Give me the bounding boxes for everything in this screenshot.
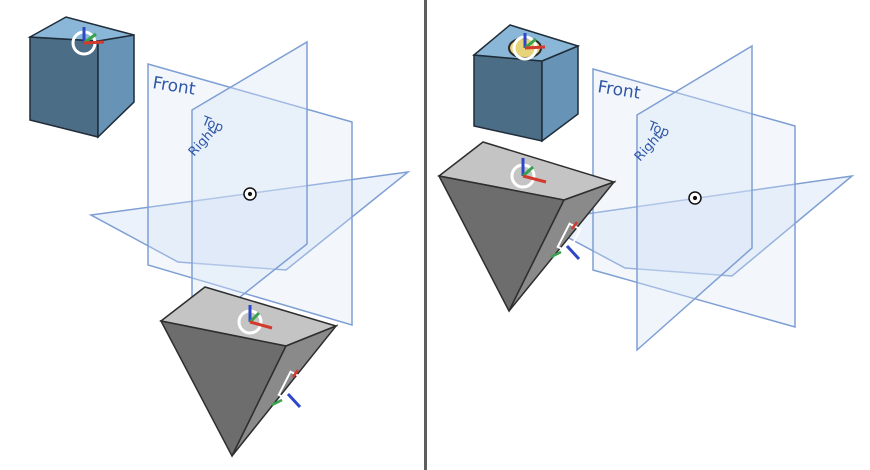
part-top-x-axis-icon <box>522 174 547 184</box>
part-side-triad-icon <box>271 369 303 409</box>
view-cube-x-axis-icon <box>83 40 105 45</box>
origin-icon[interactable] <box>243 187 257 201</box>
part-top-triad-icon <box>510 158 547 189</box>
top-plane[interactable] <box>88 170 411 271</box>
part-side-x-axis-icon <box>570 221 579 230</box>
part-top-y-axis-icon <box>248 311 261 324</box>
view-cube-triad-icon <box>71 27 105 56</box>
left-scene: Front Top Right <box>27 16 411 458</box>
part-side-x-axis-icon <box>291 369 300 378</box>
view-cube-left-face[interactable] <box>473 54 543 142</box>
part-top-y-axis-icon <box>521 165 535 178</box>
right-scene: Front Top Right <box>437 24 855 352</box>
origin-center-dot-icon <box>247 191 253 197</box>
pyramid-part[interactable] <box>437 141 617 313</box>
view-cube-x-axis-icon <box>524 45 546 50</box>
part-top-x-axis-icon <box>249 320 273 330</box>
view-cube[interactable] <box>27 16 135 139</box>
top-plane[interactable] <box>534 174 855 277</box>
origin-icon[interactable] <box>688 191 702 205</box>
part-side-z-axis-icon <box>565 244 581 261</box>
part-side-face[interactable] <box>508 180 617 312</box>
part-top-triad-icon <box>237 305 273 335</box>
origin-center-dot-icon <box>692 195 698 201</box>
part-side-y-axis-icon <box>271 398 283 407</box>
view-cube[interactable] <box>472 24 581 143</box>
pyramid-part[interactable] <box>159 286 339 458</box>
right-viewport[interactable]: Front Top Right <box>427 0 870 470</box>
part-side-face[interactable] <box>231 324 339 457</box>
view-cube-right-face[interactable] <box>541 44 579 143</box>
view-cube-top-face[interactable] <box>27 16 135 42</box>
view-cube-highlight-icon <box>508 33 546 61</box>
viewport-divider <box>424 0 427 470</box>
view-cube-right-face[interactable] <box>97 34 135 139</box>
left-viewport[interactable]: Front Top Right <box>0 0 424 470</box>
part-side-y-axis-icon <box>550 250 562 259</box>
part-side-triad-icon <box>550 221 582 261</box>
part-side-z-axis-icon <box>286 392 302 409</box>
